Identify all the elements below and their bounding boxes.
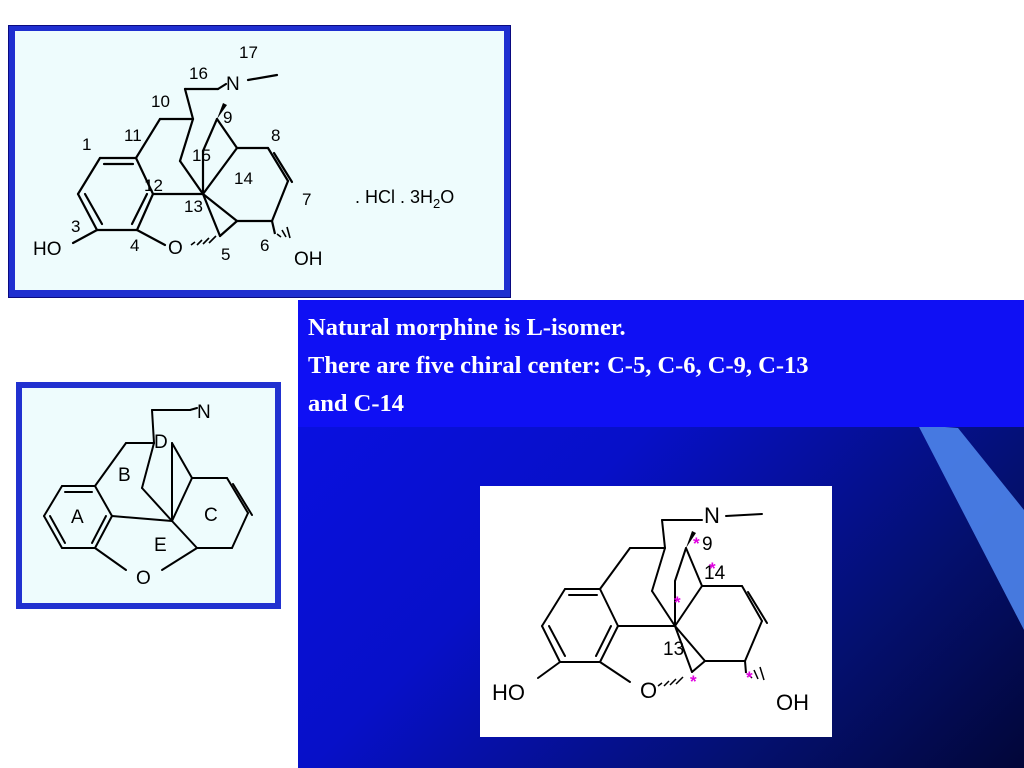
chiral-structure-diagram: HO O OH N 9 14 13 * * * * * [492, 503, 809, 715]
chirality-caption: Natural morphine is L-isomer. There are … [298, 300, 1024, 427]
chiral-phenol-hydroxyl-label: HO [492, 680, 525, 705]
chiral-atom-number-9: 9 [702, 534, 713, 555]
ring-structure-panel: N O A B C D E [16, 382, 281, 609]
morphine-structure-panel: HO O OH N 1 3 4 5 6 7 8 9 10 11 12 13 14… [8, 25, 511, 298]
atom-number-6: 6 [260, 236, 269, 255]
caption-line-2: There are five chiral center: C-5, C-6, … [308, 352, 809, 379]
alcohol-hydroxyl-label: OH [294, 249, 323, 270]
atom-number-14: 14 [234, 169, 253, 188]
atom-number-3: 3 [71, 217, 80, 236]
chiral-atom-number-14: 14 [704, 563, 726, 584]
atom-number-11: 11 [124, 126, 142, 145]
ring-structure-diagram: N O A B C D E [43, 402, 253, 589]
morphine-structure-diagram: HO O OH N 1 3 4 5 6 7 8 9 10 11 12 13 14… [33, 43, 454, 270]
atom-number-15: 15 [192, 146, 211, 165]
chiral-marker-c5: * [690, 672, 697, 691]
atom-number-8: 8 [271, 126, 280, 145]
phenol-hydroxyl-label: HO [33, 239, 62, 260]
chiral-structure-panel: HO O OH N 9 14 13 * * * * * [480, 486, 832, 737]
chiral-atom-number-13: 13 [663, 639, 684, 660]
ring-oxygen-label: O [136, 568, 151, 589]
atom-number-17: 17 [239, 43, 258, 62]
atom-number-16: 16 [189, 64, 208, 83]
atom-number-9: 9 [223, 108, 232, 127]
ring-label-d: D [154, 432, 168, 453]
chiral-marker-c6: * [746, 668, 753, 687]
caption-line-3: and C-14 [308, 390, 404, 417]
atom-number-4: 4 [130, 236, 139, 255]
ring-nitrogen-label: N [197, 402, 211, 423]
ring-label-c: C [204, 505, 218, 526]
atom-number-5: 5 [221, 245, 230, 264]
atom-number-7: 7 [302, 190, 311, 209]
atom-number-1: 1 [82, 135, 91, 154]
chiral-marker-c9: * [693, 534, 700, 553]
salt-formula: . HCl . 3H2O [355, 187, 454, 211]
nitrogen-label: N [226, 74, 240, 95]
ring-label-b: B [118, 465, 131, 486]
chiral-marker-c14: * [709, 559, 716, 578]
ring-label-a: A [71, 507, 84, 528]
atom-number-12: 12 [144, 176, 163, 195]
atom-number-13: 13 [184, 197, 203, 216]
chiral-ring-oxygen-label: O [640, 678, 657, 703]
chiral-nitrogen-label: N [704, 503, 720, 528]
atom-number-10: 10 [151, 92, 170, 111]
chiral-alcohol-hydroxyl-label: OH [776, 690, 809, 715]
ring-label-e: E [154, 535, 167, 556]
ring-oxygen-label: O [168, 238, 183, 259]
caption-line-1: Natural morphine is L-isomer. [308, 314, 626, 341]
chiral-marker-c13: * [674, 593, 681, 612]
